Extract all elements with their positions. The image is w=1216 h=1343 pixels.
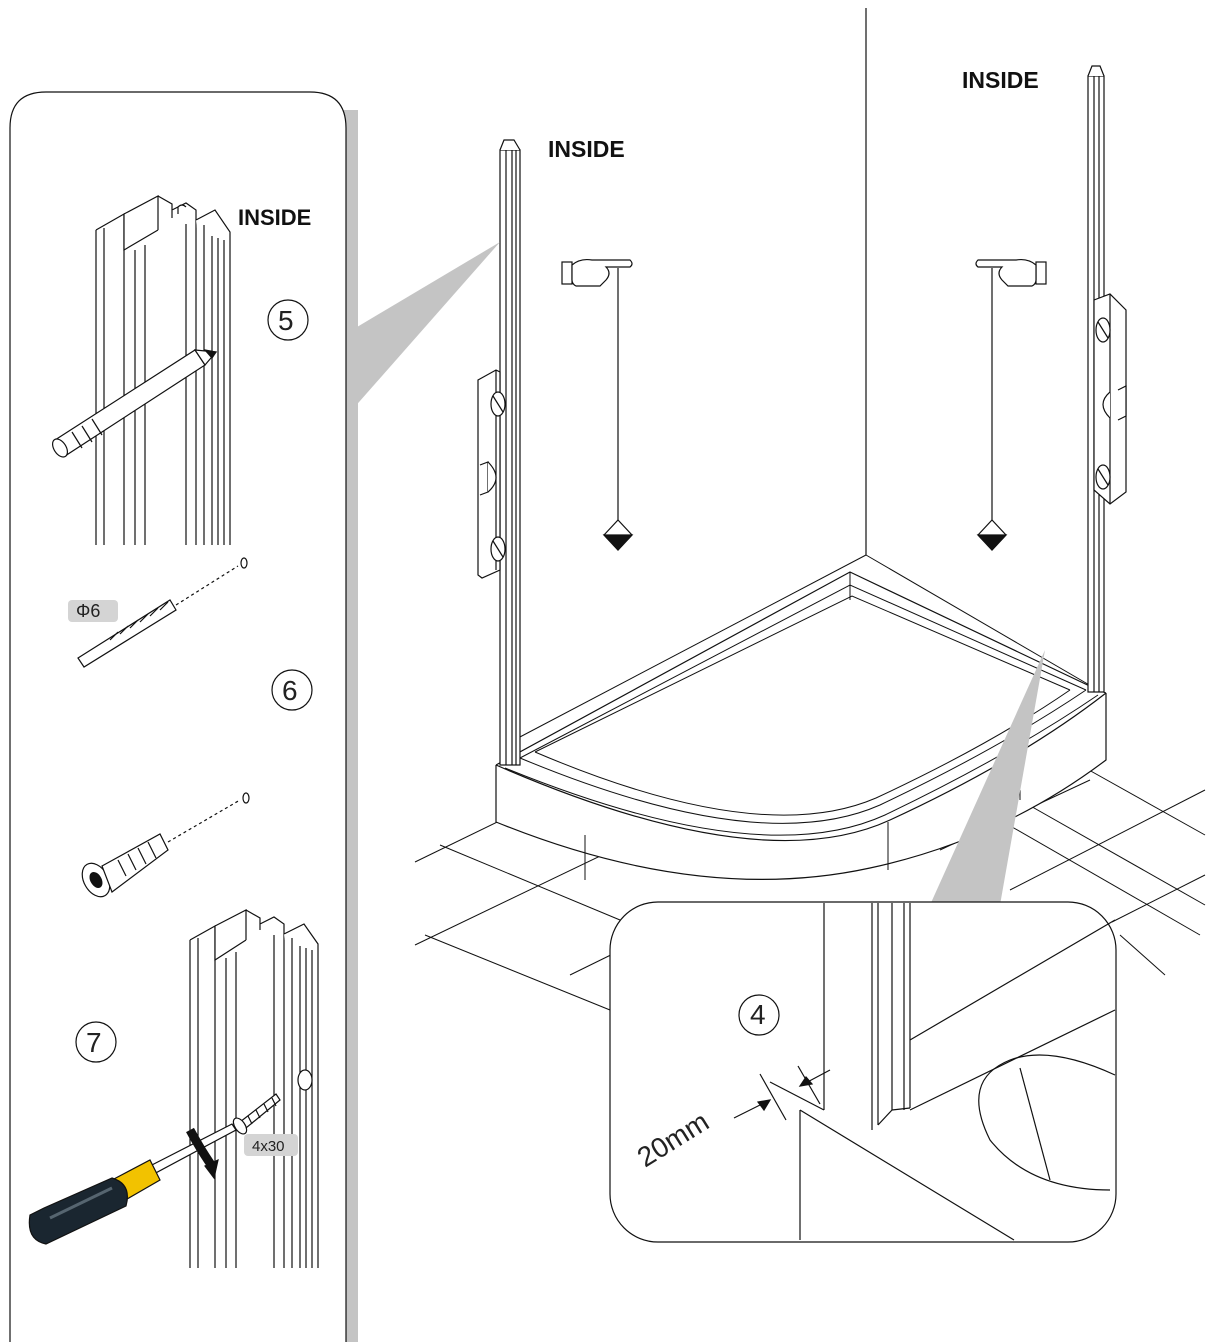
pencil-icon <box>51 349 218 458</box>
step-6-number: 6 <box>282 675 298 706</box>
wall-profile-detail-bottom <box>189 909 319 1268</box>
drill-size-label: Φ6 <box>76 601 100 621</box>
plumb-line-left <box>602 268 634 551</box>
screw-size-label: 4x30 <box>252 1138 285 1155</box>
screw-size-tag <box>244 1134 298 1156</box>
screwdriver-icon <box>28 1123 237 1245</box>
gap-dimension <box>733 1065 831 1121</box>
detail-panel-left <box>9 91 500 1342</box>
spirit-level-right <box>1093 293 1127 505</box>
drill-bit-icon <box>77 557 248 668</box>
step-4-number: 4 <box>750 999 766 1030</box>
wall-profile-detail-top <box>95 195 231 545</box>
inside-label-left: INSIDE <box>548 136 625 162</box>
tray-corner-detail <box>769 903 1116 1241</box>
wall-plug-icon <box>81 792 250 898</box>
pointing-hand-icon <box>975 258 1047 287</box>
wall-floor-left <box>517 554 867 739</box>
inside-label-detail: INSIDE <box>238 205 311 230</box>
spirit-level-left <box>477 369 506 579</box>
step-6-circle <box>271 669 313 711</box>
step-5-circle <box>267 299 309 341</box>
step-7-circle <box>75 1021 117 1063</box>
detail-panel-bottom <box>609 650 1117 1243</box>
drill-size-tag <box>68 600 118 622</box>
inside-label-right: INSIDE <box>962 67 1039 93</box>
step-5-number: 5 <box>278 305 294 336</box>
wall-floor-right <box>865 554 1099 691</box>
step-4-circle <box>738 994 780 1036</box>
wall-profile-left <box>499 139 521 766</box>
pointing-hand-icon <box>561 258 633 287</box>
plumb-line-right <box>976 268 1008 551</box>
step-7-number: 7 <box>86 1027 102 1058</box>
